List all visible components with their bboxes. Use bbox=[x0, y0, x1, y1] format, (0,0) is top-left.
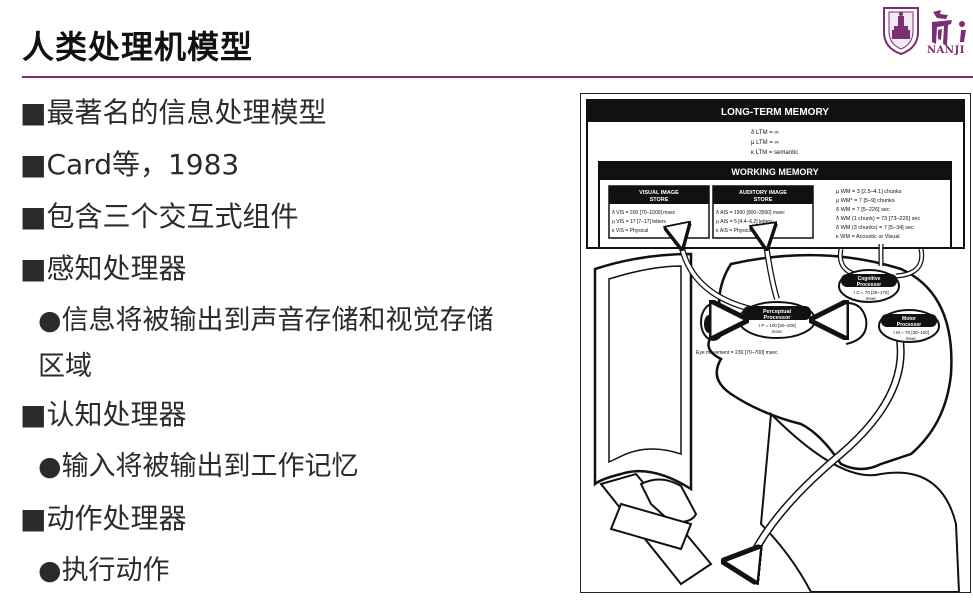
ltm-line: δ LTM = ∞ bbox=[751, 130, 779, 136]
square-bullet-icon: ■ bbox=[20, 148, 47, 181]
ais-header bbox=[713, 186, 813, 204]
bullet-item: ■包含三个交互式组件 bbox=[20, 200, 560, 234]
bullet-text: 输入将被输出到工作记忆 bbox=[61, 451, 359, 482]
pupil bbox=[704, 315, 714, 333]
model-human-processor-figure: LONG-TERM MEMORY δ LTM = ∞ μ LTM = ∞ κ L… bbox=[580, 93, 971, 593]
bullet-text: 包含三个交互式组件 bbox=[46, 200, 299, 233]
title-divider bbox=[22, 76, 973, 78]
ais-line: δ AIS = 1500 [900–3500] msec bbox=[716, 210, 785, 216]
bullet-item: ■最著名的信息处理模型 bbox=[20, 96, 560, 130]
bullet-text: 信息将被输出到声音存储和视觉存储区域 bbox=[38, 305, 494, 382]
bullet-text: 感知处理器 bbox=[46, 252, 187, 285]
vis-line: κ VIS = Physical bbox=[612, 228, 648, 234]
wm-line: μ WM = 3 [2.5–4.1] chunks bbox=[836, 189, 902, 195]
sub-bullet-item: ●执行动作 bbox=[20, 554, 518, 588]
motor-value: msec bbox=[906, 336, 918, 341]
perceptual-title: Perceptual bbox=[763, 309, 792, 315]
wm-line: κ WM = Acoustic or Visual bbox=[836, 234, 900, 240]
vis-title: VISUAL IMAGE bbox=[639, 190, 679, 196]
ltm-header bbox=[587, 100, 964, 122]
bullet-text: 动作处理器 bbox=[46, 502, 187, 535]
ais-title: STORE bbox=[754, 197, 773, 203]
vis-header bbox=[609, 186, 709, 204]
bullet-item: ■Card等，1983 bbox=[20, 148, 560, 182]
perceptual-value: msec bbox=[772, 329, 784, 334]
mhp-diagram: LONG-TERM MEMORY δ LTM = ∞ μ LTM = ∞ κ L… bbox=[586, 99, 965, 592]
bullet-item: ■感知处理器 bbox=[20, 252, 560, 286]
dot-bullet-icon: ● bbox=[38, 305, 62, 336]
calligraphy-mark-icon bbox=[932, 10, 966, 46]
monitor-screen bbox=[608, 265, 682, 464]
university-logo bbox=[878, 2, 973, 62]
motor-value: τ M = 70 [30–100] bbox=[893, 330, 929, 335]
ltm-line: κ LTM = semantic bbox=[751, 150, 798, 156]
head-outline bbox=[707, 253, 953, 471]
dot-bullet-icon: ● bbox=[38, 555, 62, 586]
wm-header bbox=[599, 162, 951, 180]
motor-title: Motor bbox=[902, 316, 916, 322]
sub-bullet-item: ●信息将被输出到声音存储和视觉存储区域 bbox=[20, 298, 518, 390]
bullet-item: ■认知处理器 bbox=[20, 398, 560, 432]
crest-icon bbox=[883, 7, 919, 56]
bullet-item: ■动作处理器 bbox=[20, 502, 560, 536]
vis-line: δ VIS = 200 [70–1000] msec bbox=[612, 210, 676, 216]
motor-title: Processor bbox=[897, 322, 922, 328]
wm-line: δ WM (1 chunk) = 73 [73–226] sec bbox=[836, 216, 920, 222]
wm-line: δ WM = 7 [5–226] sec bbox=[836, 207, 890, 213]
square-bullet-icon: ■ bbox=[20, 398, 47, 431]
square-bullet-icon: ■ bbox=[20, 252, 47, 285]
ais-line: μ AIS = 5 [4.4–6.2] letters bbox=[716, 219, 773, 225]
ltm-title: LONG-TERM MEMORY bbox=[721, 107, 829, 118]
square-bullet-icon: ■ bbox=[20, 96, 47, 129]
eye-movement-label: Eye movement = 230 [70–700] msec bbox=[696, 350, 778, 356]
ltm-line: μ LTM = ∞ bbox=[751, 140, 779, 146]
bullet-text: 认知处理器 bbox=[46, 398, 187, 431]
cognitive-value: τ C = 70 [25–170] bbox=[853, 290, 888, 295]
cognitive-title: Cognitive bbox=[858, 276, 881, 282]
wm-line: δ WM (3 chunks) = 7 [5–34] sec bbox=[836, 225, 914, 231]
sub-bullet-item: ●输入将被输出到工作记忆 bbox=[20, 450, 518, 484]
vis-line: μ VIS = 17 [7–17] letters bbox=[612, 219, 666, 225]
vis-title: STORE bbox=[650, 197, 669, 203]
bullet-list: ■最著名的信息处理模型 ■Card等，1983 ■包含三个交互式组件 ■感知处理… bbox=[20, 96, 560, 606]
wm-line: μ WM* = 7 [5–9] chunks bbox=[836, 198, 895, 204]
perceptual-title: Processor bbox=[764, 315, 792, 321]
wm-title: WORKING MEMORY bbox=[731, 167, 818, 177]
square-bullet-icon: ■ bbox=[20, 200, 47, 233]
square-bullet-icon: ■ bbox=[20, 502, 47, 535]
bullet-text: Card等，1983 bbox=[46, 148, 240, 181]
keyboard bbox=[609, 502, 693, 551]
perceptual-value: τ P = 100 [50–200] bbox=[758, 323, 795, 328]
ear bbox=[838, 302, 868, 345]
bullet-text: 执行动作 bbox=[61, 555, 170, 586]
slide-title: 人类处理机模型 bbox=[22, 28, 254, 66]
cognitive-value: msec bbox=[866, 296, 878, 301]
ais-title: AUDITORY IMAGE bbox=[739, 190, 787, 196]
bullet-text: 最著名的信息处理模型 bbox=[46, 96, 327, 129]
logo-text: NANJI bbox=[927, 45, 965, 56]
dot-bullet-icon: ● bbox=[38, 451, 62, 482]
ais-line: κ AIS = Physical bbox=[716, 228, 752, 234]
cognitive-title: Processor bbox=[857, 282, 882, 288]
